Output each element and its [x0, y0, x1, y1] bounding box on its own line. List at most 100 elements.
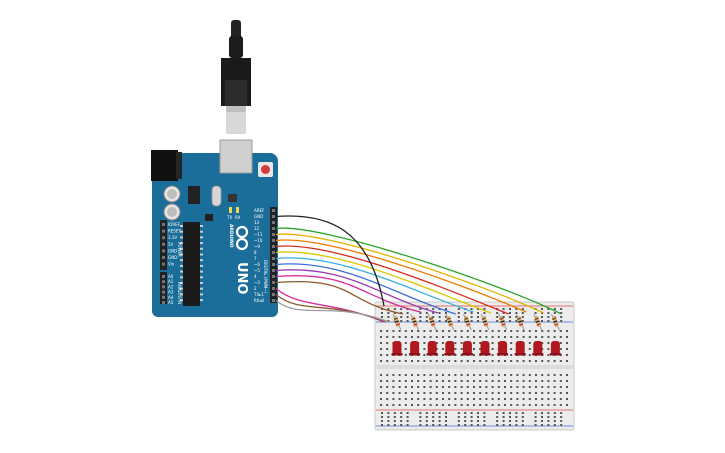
breadboard-hole [497, 404, 500, 406]
chip-pin [180, 247, 183, 250]
breadboard-hole [566, 336, 568, 338]
breadboard-hole [491, 374, 494, 376]
breadboard-hole [528, 336, 531, 338]
header-pin[interactable] [162, 280, 165, 284]
breadboard-hole [547, 330, 550, 332]
breadboard-hole [483, 308, 486, 310]
breadboard-hole [510, 374, 513, 376]
header-pin[interactable] [272, 263, 275, 266]
header-pin[interactable] [272, 257, 275, 260]
resistor [498, 313, 508, 331]
led [497, 341, 509, 356]
power-jack [151, 150, 178, 181]
header-pin[interactable] [162, 290, 165, 294]
breadboard-hole [387, 412, 390, 414]
header-pin[interactable] [272, 251, 275, 254]
breadboard-hole [566, 360, 568, 362]
header-pin[interactable] [162, 301, 165, 304]
breadboard-hole [411, 398, 413, 400]
resistor [533, 313, 543, 331]
header-pin[interactable] [272, 215, 275, 218]
header-pin[interactable] [162, 295, 165, 299]
breadboard-hole [404, 342, 407, 344]
header-pin[interactable] [272, 233, 275, 236]
header-pin[interactable] [272, 221, 275, 224]
breadboard-hole [473, 336, 475, 338]
breadboard-hole [547, 354, 550, 356]
power-label: POWER [177, 242, 182, 257]
signal-wire [275, 245, 509, 315]
chip-pin [200, 282, 203, 284]
breadboard-hole [553, 386, 556, 388]
header-pin[interactable] [162, 262, 165, 266]
breadboard-hole [496, 412, 499, 414]
breadboard-hole [429, 386, 432, 388]
breadboard-hole [398, 374, 401, 376]
breadboard-hole [477, 420, 479, 422]
header-pin[interactable] [162, 229, 165, 233]
digital-header-pins [272, 209, 275, 302]
breadboard-hole [380, 348, 382, 350]
header-pin[interactable] [272, 227, 275, 230]
breadboard-hole [515, 412, 518, 414]
header-pin[interactable] [272, 293, 275, 296]
breadboard-hole [510, 380, 513, 382]
pin-label: A1 [168, 279, 174, 284]
header-pin[interactable] [162, 242, 165, 246]
header-pin[interactable] [272, 209, 275, 212]
led-resistor-array [391, 313, 561, 356]
breadboard-hole [522, 392, 525, 394]
breadboard-hole [387, 416, 390, 418]
breadboard-hole [406, 412, 409, 414]
breadboard-hole [509, 424, 511, 426]
header-pin[interactable] [162, 236, 165, 240]
header-pin[interactable] [162, 249, 165, 253]
breadboard-hole [432, 416, 435, 418]
header-pin[interactable] [272, 275, 275, 278]
led [514, 341, 526, 356]
breadboard-hole [510, 398, 513, 400]
header-pin[interactable] [272, 239, 275, 242]
breadboard-hole [535, 392, 537, 394]
header-pin[interactable] [162, 285, 165, 289]
pin-label: ~3 [254, 280, 260, 285]
breadboard-hole [521, 420, 524, 422]
led [479, 341, 491, 356]
pin-label: RX◂0 [254, 298, 265, 303]
breadboard-hole [522, 336, 525, 338]
header-pin[interactable] [272, 299, 275, 302]
breadboard-hole [547, 342, 550, 344]
breadboard-hole [528, 374, 531, 376]
breadboard-hole [553, 312, 556, 314]
usb-cable [221, 20, 251, 134]
digital-header [270, 207, 277, 303]
breadboard-hole [460, 360, 463, 362]
header-pin[interactable] [162, 275, 165, 278]
resistor [445, 313, 455, 331]
chip-pin [200, 259, 203, 262]
breadboard-hole [566, 374, 568, 376]
breadboard-hole [380, 386, 382, 388]
atmega-chip [183, 222, 200, 306]
header-pin[interactable] [162, 256, 165, 259]
led [391, 341, 403, 356]
breadboard-hole [466, 336, 469, 338]
breadboard-hole [398, 330, 401, 332]
breadboard-hole [419, 412, 422, 414]
header-pin[interactable] [272, 287, 275, 290]
header-pin[interactable] [272, 281, 275, 284]
breadboard-hole [404, 354, 407, 356]
breadboard-hole [404, 404, 407, 406]
breadboard-hole [496, 316, 499, 318]
breadboard-hole [423, 342, 426, 344]
resistor [410, 313, 420, 331]
header-pin[interactable] [272, 269, 275, 272]
breadboard-hole [419, 420, 422, 422]
breadboard-hole [464, 416, 467, 418]
breadboard-hole [417, 336, 420, 338]
breadboard-hole [442, 374, 444, 376]
breadboard-hole [454, 386, 457, 388]
breadboard-hole [491, 386, 494, 388]
header-pin[interactable] [272, 245, 275, 248]
header-pin[interactable] [162, 223, 165, 226]
